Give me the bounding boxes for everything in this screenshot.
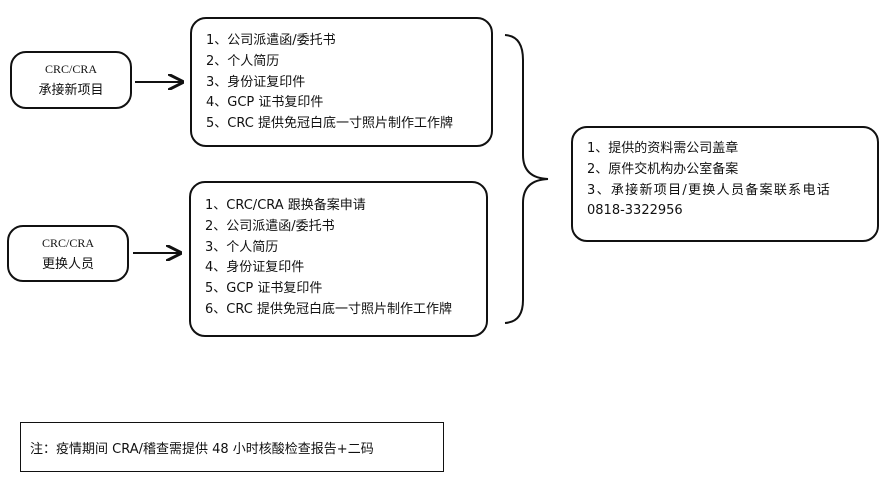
list-item: 1、提供的资料需公司盖章: [587, 141, 739, 156]
source-label: 更换人员: [41, 256, 94, 272]
list-item: 2、原件交机构办公室备案: [587, 161, 739, 177]
requirements-box: 1、提供的资料需公司盖章 2、原件交机构办公室备案 3、承接新项目/更换人员备案…: [571, 126, 879, 242]
list-item: 3、身份证复印件: [206, 74, 306, 90]
new-project-doc-list: 1、公司派遣函/委托书 2、个人简历 3、身份证复印件 4、GCP 证书复印件 …: [190, 17, 493, 147]
list-item: 6、CRC 提供免冠白底一寸照片制作工作牌: [205, 301, 452, 317]
list-item: 4、GCP 证书复印件: [206, 95, 324, 111]
list-item: 5、GCP 证书复印件: [205, 281, 323, 297]
list-item: 2、公司派遣函/委托书: [205, 218, 335, 234]
note-text: 注：疫情期间 CRA/稽查需提供 48 小时核酸检查报告+二码: [30, 441, 374, 457]
curly-brace: [504, 34, 549, 324]
list-item: 4、身份证复印件: [205, 260, 305, 276]
source-role: CRC/CRA: [41, 235, 95, 250]
source-role: CRC/CRA: [44, 62, 98, 76]
list-item: 1、CRC/CRA 跟换备案申请: [205, 198, 366, 213]
list-item: 1、公司派遣函/委托书: [206, 33, 336, 48]
source-label: 承接新项目: [38, 83, 104, 98]
list-item: 2、个人简历: [206, 53, 280, 69]
list-item: 5、CRC 提供免冠白底一寸照片制作工作牌: [206, 116, 453, 132]
change-staff-doc-list: 1、CRC/CRA 跟换备案申请 2、公司派遣函/委托书 3、个人简历 4、身份…: [189, 181, 488, 337]
note-box: 注：疫情期间 CRA/稽查需提供 48 小时核酸检查报告+二码: [20, 422, 444, 472]
source-new-project: CRC/CRA 承接新项目: [10, 51, 132, 109]
phone-number: 0818-3322956: [587, 203, 683, 219]
list-item: 3、承接新项目/更换人员备案联系电话: [587, 182, 832, 198]
source-change-staff: CRC/CRA 更换人员: [7, 225, 129, 282]
list-item: 3、个人简历: [205, 239, 279, 255]
